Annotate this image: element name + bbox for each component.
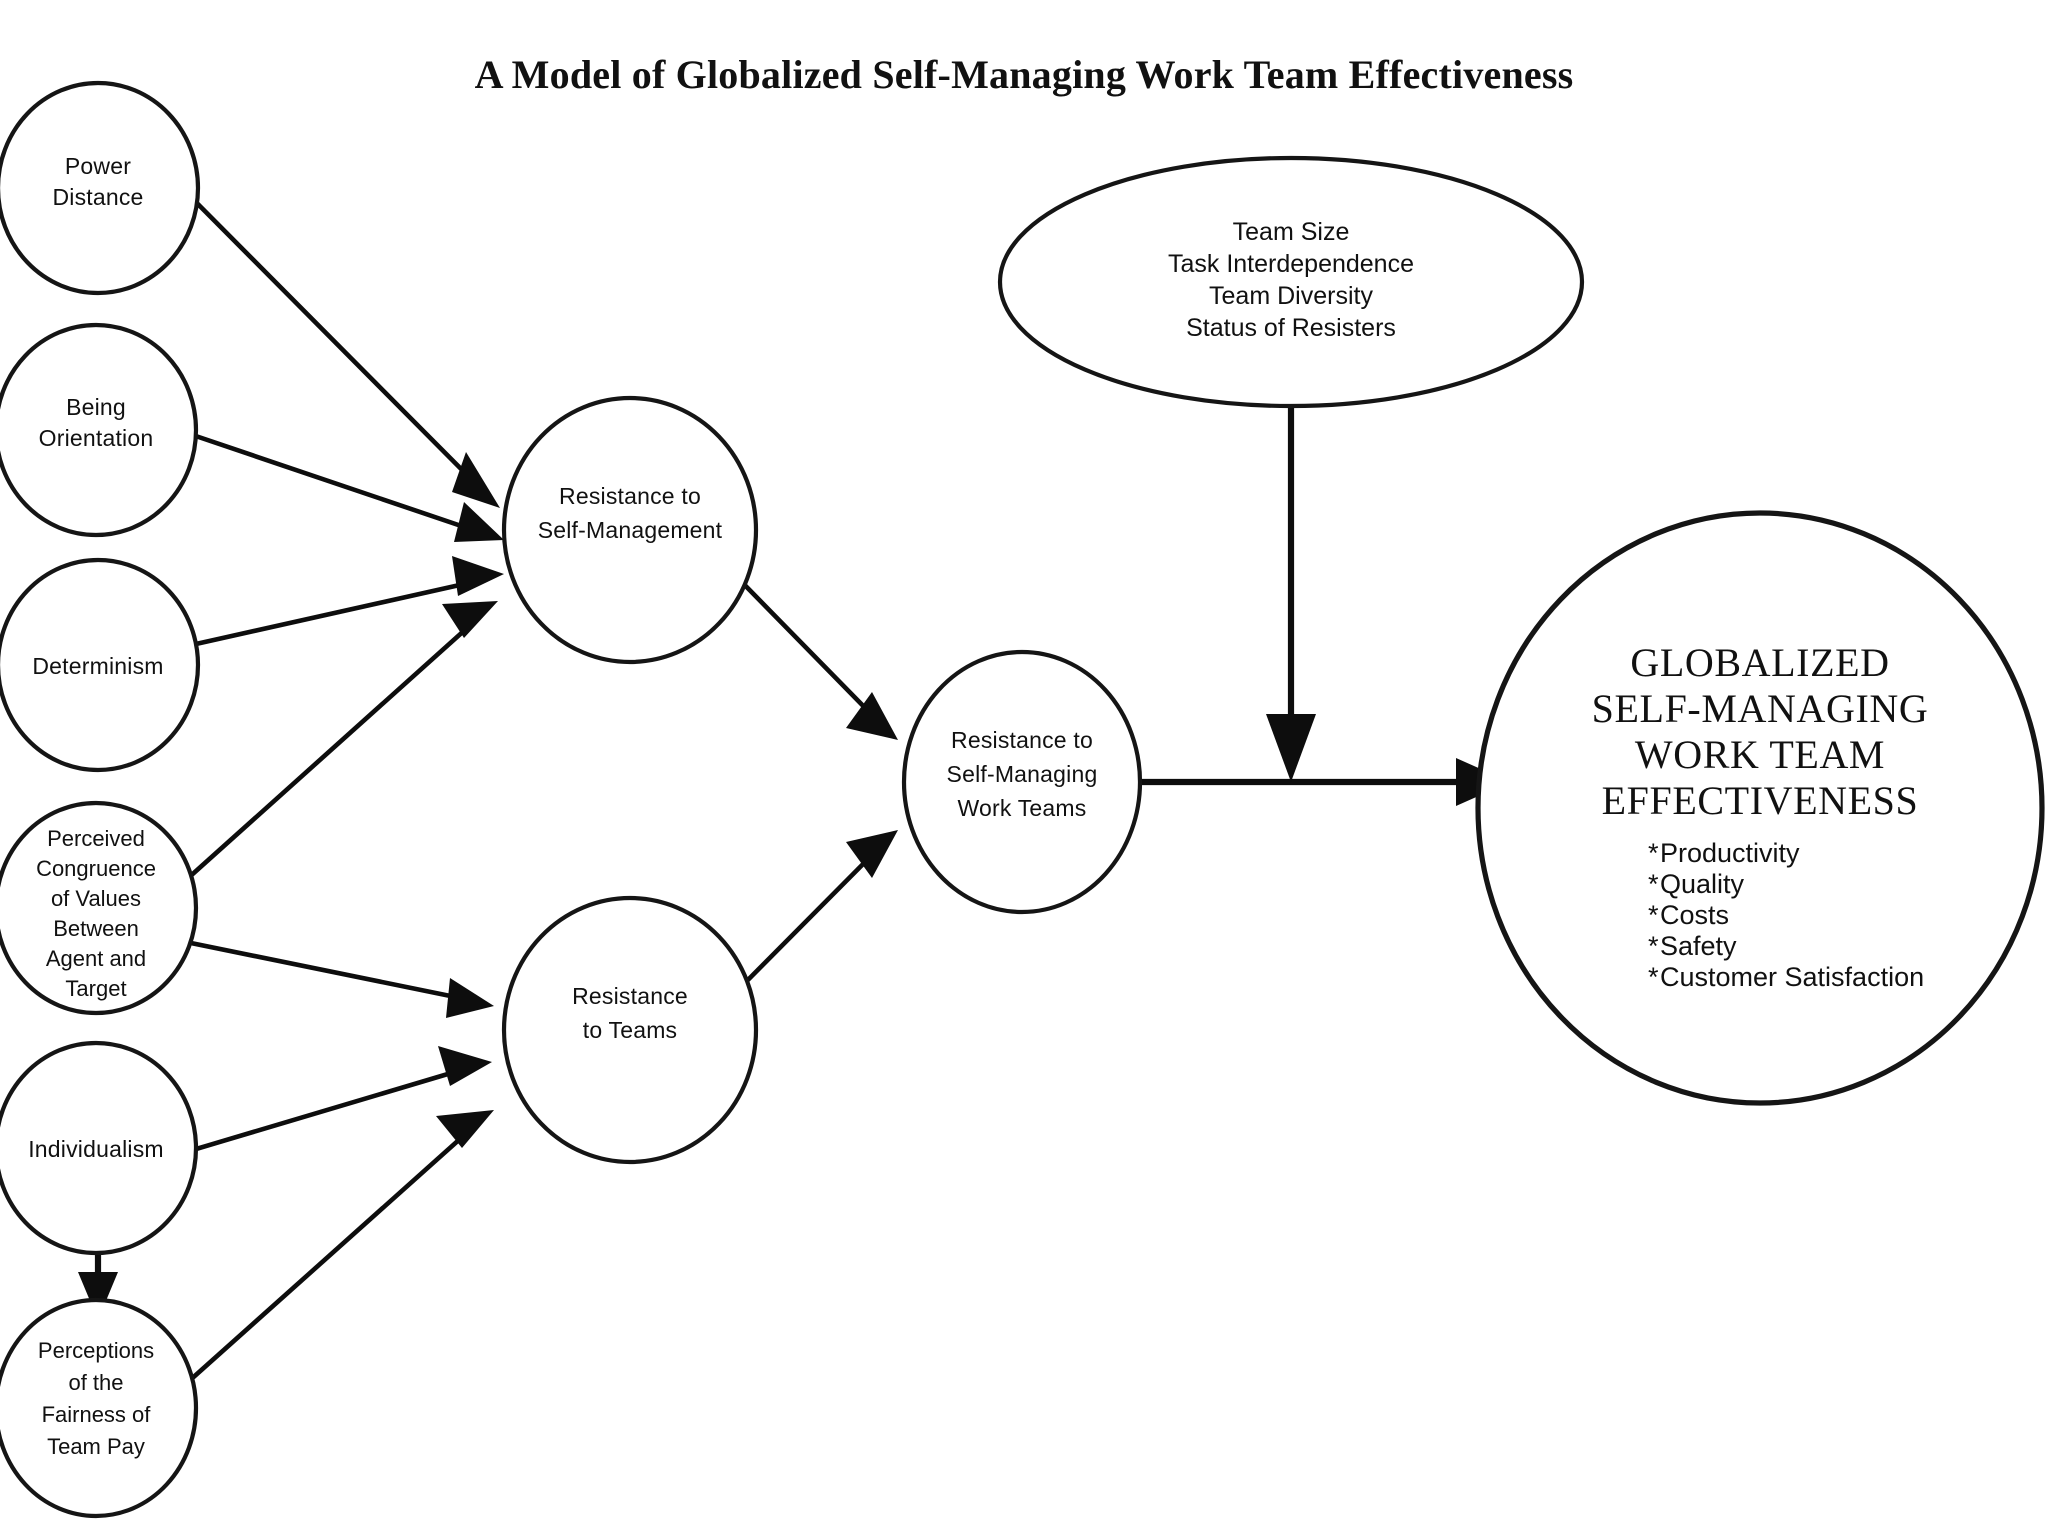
node-perceived-congruence-line-4: Agent and bbox=[46, 946, 146, 971]
outcome-bullet-1: Quality bbox=[1660, 869, 1745, 899]
outcome-bullet-list: * Productivity * Quality * Costs * Safet… bbox=[1648, 838, 1924, 992]
node-being-orientation-line-0: Being bbox=[66, 394, 126, 420]
node-resistance-self-management-line-0: Resistance to bbox=[559, 483, 701, 509]
moderator-line-2: Team Diversity bbox=[1209, 282, 1373, 310]
moderator-line-3: Status of Resisters bbox=[1186, 314, 1396, 342]
node-determinism[interactable]: Determinism bbox=[0, 557, 201, 773]
node-being-orientation[interactable]: Being Orientation bbox=[0, 322, 199, 538]
node-perceived-congruence-line-5: Target bbox=[65, 976, 126, 1001]
outcome-bullet-marker-4: * bbox=[1648, 962, 1659, 992]
outcome-bullet-3: Safety bbox=[1660, 931, 1737, 961]
node-resistance-teams-line-1: to Teams bbox=[583, 1017, 678, 1043]
node-resistance-teams-line-0: Resistance bbox=[572, 983, 688, 1009]
node-perceived-congruence-line-0: Perceived bbox=[47, 826, 145, 851]
node-perceived-congruence[interactable]: Perceived Congruence of Values Between A… bbox=[0, 800, 199, 1016]
node-resistance-smwt-line-2: Work Teams bbox=[958, 795, 1087, 821]
node-perceptions-fairness-line-0: Perceptions bbox=[38, 1338, 154, 1363]
node-perceived-congruence-line-3: Between bbox=[53, 916, 139, 941]
node-power-distance-line-1: Distance bbox=[52, 184, 143, 210]
node-resistance-smwt[interactable]: Resistance to Self-Managing Work Teams bbox=[901, 649, 1143, 915]
outcome-title-line-1: SELF-MANAGING bbox=[1592, 686, 1929, 731]
edge-individualism-to-resistance-teams bbox=[185, 1046, 492, 1155]
edge-being-orientation-to-resistance-self-management bbox=[171, 425, 504, 542]
outcome-title-line-3: EFFECTIVENESS bbox=[1602, 778, 1919, 823]
outcome-bullet-2: Costs bbox=[1660, 900, 1729, 930]
outcome-title-line-2: WORK TEAM bbox=[1635, 732, 1885, 777]
node-resistance-smwt-line-1: Self-Managing bbox=[947, 761, 1098, 787]
node-moderator-ellipse[interactable]: Team Size Task Interdependence Team Dive… bbox=[997, 155, 1585, 409]
outcome-bullet-marker-3: * bbox=[1648, 931, 1659, 961]
edge-resistance-smwt-to-effectiveness bbox=[1140, 758, 1510, 806]
node-individualism-line-0: Individualism bbox=[28, 1136, 164, 1162]
outcome-bullet-4: Customer Satisfaction bbox=[1660, 962, 1924, 992]
outcome-bullet-marker-2: * bbox=[1648, 900, 1659, 930]
node-perceptions-fairness[interactable]: Perceptions of the Fairness of Team Pay bbox=[0, 1297, 199, 1519]
edge-perceived-congruence-to-resistance-self-management bbox=[184, 601, 498, 882]
edge-determinism-to-resistance-self-management bbox=[177, 556, 504, 651]
node-resistance-smwt-line-0: Resistance to bbox=[951, 727, 1093, 753]
node-power-distance[interactable]: Power Distance bbox=[0, 80, 201, 296]
edge-individualism-to-perceptions-fairness bbox=[78, 1250, 118, 1320]
edge-resistance-teams-to-resistance-smwt bbox=[726, 830, 898, 1002]
edge-power-distance-to-resistance-self-management bbox=[170, 176, 500, 508]
node-perceptions-fairness-line-1: of the bbox=[68, 1370, 123, 1395]
node-resistance-self-management[interactable]: Resistance to Self-Management bbox=[501, 395, 759, 665]
node-globalized-smwt-effectiveness[interactable]: GLOBALIZED SELF-MANAGING WORK TEAM EFFEC… bbox=[1475, 510, 2045, 1106]
node-perceived-congruence-line-2: of Values bbox=[51, 886, 141, 911]
node-perceived-congruence-line-1: Congruence bbox=[36, 856, 156, 881]
moderator-line-1: Task Interdependence bbox=[1168, 250, 1414, 278]
moderator-line-0: Team Size bbox=[1233, 218, 1350, 246]
page-title: A Model of Globalized Self-Managing Work… bbox=[475, 52, 1574, 97]
node-individualism[interactable]: Individualism bbox=[0, 1040, 199, 1256]
outcome-title-line-0: GLOBALIZED bbox=[1630, 640, 1889, 685]
node-resistance-self-management-line-1: Self-Management bbox=[538, 517, 723, 543]
edge-resistance-self-management-to-resistance-smwt bbox=[728, 568, 898, 740]
edge-perceptions-fairness-to-resistance-teams bbox=[186, 1110, 494, 1384]
outcome-bullet-marker-1: * bbox=[1648, 869, 1659, 899]
node-power-distance-line-0: Power bbox=[65, 153, 131, 179]
node-determinism-line-0: Determinism bbox=[32, 653, 163, 679]
edge-moderator-to-effectiveness-path bbox=[1266, 382, 1316, 782]
node-perceptions-fairness-line-3: Team Pay bbox=[47, 1434, 145, 1459]
outcome-bullet-marker-0: * bbox=[1648, 838, 1659, 868]
outcome-bullet-0: Productivity bbox=[1660, 838, 1800, 868]
edge-layer bbox=[78, 176, 1510, 1384]
node-resistance-teams[interactable]: Resistance to Teams bbox=[501, 895, 759, 1165]
node-perceptions-fairness-line-2: Fairness of bbox=[42, 1402, 152, 1427]
node-being-orientation-line-1: Orientation bbox=[39, 425, 154, 451]
edge-perceived-congruence-to-resistance-teams bbox=[185, 939, 494, 1018]
